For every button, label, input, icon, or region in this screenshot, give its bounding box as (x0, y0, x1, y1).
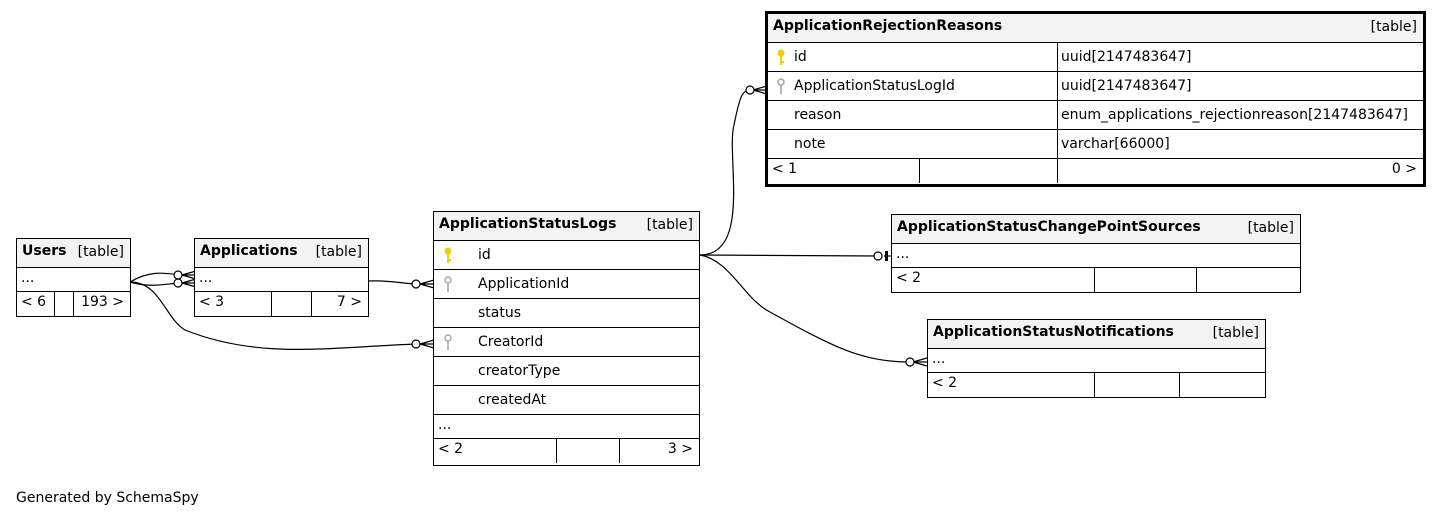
column-row: reason enum_applications_rejectionreason… (768, 101, 1423, 130)
column-name: id (478, 247, 491, 263)
table-name: Users (22, 243, 67, 259)
table-header: ApplicationStatusChangePointSources [tab… (892, 215, 1300, 244)
table-application-status-notifications[interactable]: ApplicationStatusNotifications [table] .… (927, 319, 1266, 398)
table-name: Applications (200, 243, 298, 259)
table-type: [table] (315, 244, 362, 260)
parents-count: < 2 (896, 270, 922, 286)
ellipsis-row: ... (892, 244, 1300, 268)
table-name: ApplicationStatusNotifications (933, 324, 1174, 340)
ellipsis-row: ... (195, 268, 368, 292)
column-name: note (794, 136, 826, 152)
table-header: ApplicationStatusNotifications [table] (928, 320, 1265, 349)
column-row: createdAt (434, 386, 699, 415)
table-header: Users [table] (17, 239, 130, 268)
edge-applications-applicationid (367, 280, 419, 285)
parents-count: < 2 (932, 375, 958, 391)
foreign-key-icon (777, 78, 785, 94)
foreign-key-icon (444, 276, 452, 292)
ellipsis: ... (199, 270, 213, 286)
generated-by-label: Generated by SchemaSpy (16, 490, 199, 506)
table-application-status-change-point-sources[interactable]: ApplicationStatusChangePointSources [tab… (891, 214, 1301, 293)
column-row: id uuid[2147483647] (768, 43, 1423, 72)
table-footer: < 3 7 > (195, 292, 368, 316)
table-applications[interactable]: Applications [table] ... < 3 7 > (194, 238, 369, 317)
edge-users-applications-1 (129, 272, 181, 283)
column-name: reason (794, 107, 842, 123)
edge-users-creatorid (129, 281, 419, 350)
table-type: [table] (1370, 19, 1417, 35)
ellipsis: ... (21, 270, 35, 286)
column-row: ApplicationStatusLogId uuid[2147483647] (768, 72, 1423, 101)
table-footer: < 2 (928, 373, 1265, 397)
table-footer: < 2 (892, 268, 1300, 292)
edge-logs-notifications (699, 254, 911, 363)
table-name: ApplicationStatusLogs (439, 216, 617, 232)
column-row: id (434, 241, 699, 270)
ellipsis: ... (896, 246, 910, 262)
column-type: uuid[2147483647] (1061, 49, 1192, 65)
table-type: [table] (1247, 220, 1294, 236)
table-type: [table] (1212, 325, 1259, 341)
table-footer: < 6 193 > (17, 292, 130, 316)
children-count: 0 > (1391, 161, 1417, 177)
table-name: ApplicationRejectionReasons (773, 18, 1003, 34)
primary-key-icon (444, 247, 452, 263)
column-row: note varchar[66000] (768, 130, 1423, 159)
ellipsis-row: ... (17, 268, 130, 292)
edge-logs-rejectionreasons (699, 89, 753, 256)
column-name: createdAt (478, 392, 547, 408)
table-users[interactable]: Users [table] ... < 6 193 > (16, 238, 131, 317)
column-name: creatorType (478, 363, 561, 379)
foreign-key-icon (444, 334, 452, 350)
parents-count: < 2 (438, 441, 464, 457)
ellipsis-row: ... (434, 415, 699, 439)
table-header: ApplicationStatusLogs [table] (434, 212, 699, 241)
parents-count: < 6 (21, 294, 47, 310)
parents-count: < 1 (772, 161, 798, 177)
table-header: Applications [table] (195, 239, 368, 268)
column-type: enum_applications_rejectionreason[214748… (1061, 107, 1408, 123)
parents-count: < 3 (199, 294, 225, 310)
table-type: [table] (77, 244, 124, 260)
column-name: status (478, 305, 522, 321)
column-name: id (794, 49, 807, 65)
column-name: ApplicationStatusLogId (794, 78, 955, 94)
children-count: 3 > (667, 441, 693, 457)
table-application-status-logs[interactable]: ApplicationStatusLogs [table] id Applica… (433, 211, 700, 466)
primary-key-icon (777, 49, 785, 65)
column-row: status (434, 299, 699, 328)
table-type: [table] (646, 217, 693, 233)
column-type: varchar[66000] (1061, 136, 1170, 152)
edge-logs-changepointsources (699, 254, 881, 257)
column-row: ApplicationId (434, 270, 699, 299)
table-footer: < 1 0 > (768, 159, 1423, 183)
column-name: ApplicationId (478, 276, 570, 292)
table-name: ApplicationStatusChangePointSources (897, 219, 1201, 235)
table-header: ApplicationRejectionReasons [table] (768, 14, 1423, 43)
children-count: 7 > (336, 294, 362, 310)
ellipsis: ... (438, 417, 452, 433)
table-application-rejection-reasons[interactable]: ApplicationRejectionReasons [table] id u… (765, 11, 1426, 187)
column-type: uuid[2147483647] (1061, 78, 1192, 94)
column-row: CreatorId (434, 328, 699, 357)
children-count: 193 > (81, 294, 124, 310)
ellipsis: ... (932, 351, 946, 367)
table-footer: < 2 3 > (434, 439, 699, 463)
column-row: creatorType (434, 357, 699, 386)
column-name: CreatorId (478, 334, 544, 350)
ellipsis-row: ... (928, 349, 1265, 373)
